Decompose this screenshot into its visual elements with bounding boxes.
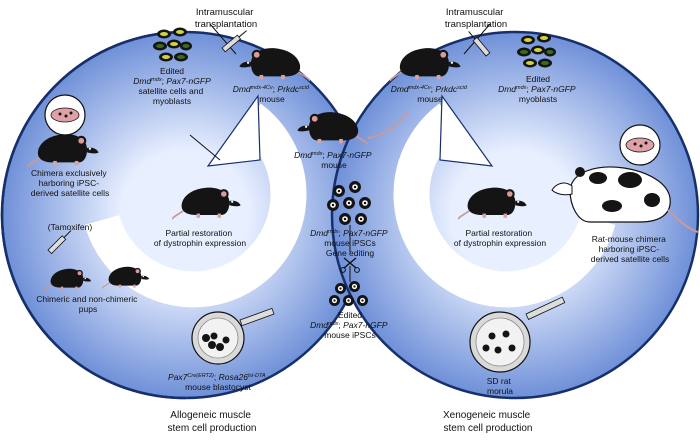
connector-lines xyxy=(189,23,491,282)
chimera-left-label: Chimera exclusively harboring iPSC- deri… xyxy=(31,168,109,198)
donor-mouse-label: Dmdmdx; Pax7-nGFP mouse xyxy=(294,150,374,170)
allogeneic-title: Allogeneic muscle stem cell production xyxy=(168,410,257,434)
chimera-right-label: Rat-mouse chimera harboring iPSC- derive… xyxy=(591,234,669,264)
tamoxifen-label: (Tamoxifen) xyxy=(48,222,93,232)
syringe-left-icon xyxy=(221,30,247,53)
host-mouse-right-label: Dmdmdx-4Cv; Prkdcscid mouse xyxy=(391,81,470,104)
gene-editing-label: Gene editing xyxy=(326,248,374,258)
edited-cells-left-genotype: Dmdmdx; Pax7-nGFP xyxy=(133,76,211,86)
left-transplantation-label: Intramuscular transplantation xyxy=(195,7,257,30)
pups-label: Chimeric and non-chimeric pups xyxy=(36,294,139,314)
donor-mouse-icon xyxy=(296,111,409,146)
left-curved-arrow xyxy=(84,94,307,308)
edited-cells-left-desc: satellite cells and myoblasts xyxy=(138,86,205,106)
ipscs-label: Dmdmdx; Pax7-nGFP mouse iPSCs xyxy=(310,228,390,248)
right-curved-arrow xyxy=(393,94,616,308)
blastocyst-label: Pax7Cre(ERT2); Rosa26lsl-DTA mouse blast… xyxy=(168,369,268,392)
morula-icon xyxy=(469,296,566,373)
edited-ipscs-genotype: Dmdmdx; Pax7-nGFP mouse iPSCs xyxy=(310,320,390,340)
scissors-icon xyxy=(340,257,360,273)
restoration-left-label: Partial restoration of dystrophin expres… xyxy=(154,228,246,248)
restoration-right-label: Partial restoration of dystrophin expres… xyxy=(454,228,546,248)
edited-myoblasts-right-label: Edited xyxy=(526,74,550,84)
syringe-right-icon xyxy=(468,31,491,57)
muscle-fiber-right-icon xyxy=(619,124,661,166)
blastocyst-icon xyxy=(191,307,275,365)
morula-label: SD rat morula xyxy=(487,376,513,396)
syringe-pups-icon xyxy=(47,230,72,255)
edited-ipscs-label: Edited xyxy=(338,310,362,320)
muscle-fiber-left-icon xyxy=(44,94,86,136)
cow-pattern-rat-icon xyxy=(551,166,699,233)
edited-myoblasts-right-genotype: Dmdmdx; Pax7-nGFP myoblasts xyxy=(498,84,578,104)
xenogeneic-title: Xenogeneic muscle stem cell production xyxy=(443,410,533,434)
right-transplantation-label: Intramuscular transplantation xyxy=(445,7,507,30)
edited-cells-left-label: Edited xyxy=(160,66,184,76)
host-mouse-left-label: Dmdmdx-4Cv; Prkdcscid mouse xyxy=(233,81,312,104)
